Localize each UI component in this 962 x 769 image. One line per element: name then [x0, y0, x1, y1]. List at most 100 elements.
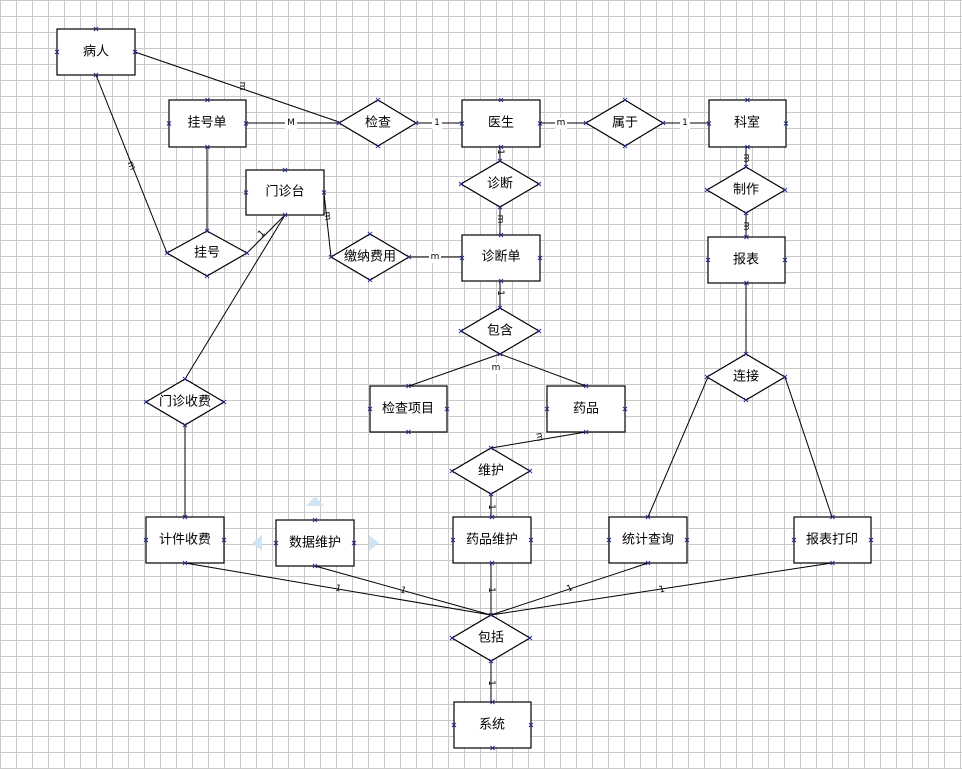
connection-handle-icon[interactable]: × [204, 227, 211, 236]
connection-handle-icon[interactable]: × [93, 25, 100, 34]
connection-handle-icon[interactable]: × [622, 405, 629, 414]
connection-handle-icon[interactable]: × [132, 48, 139, 57]
connection-handle-icon[interactable]: × [743, 350, 750, 359]
connection-handle-icon[interactable]: × [791, 536, 798, 545]
connection-handle-icon[interactable]: × [405, 428, 412, 437]
connection-handle-icon[interactable]: × [375, 96, 382, 105]
connection-handle-icon[interactable]: × [829, 513, 836, 522]
connection-handle-icon[interactable]: × [783, 119, 790, 128]
connection-handle-icon[interactable]: × [782, 373, 789, 382]
connection-handle-icon[interactable]: × [243, 188, 250, 197]
connection-handle-icon[interactable]: × [93, 71, 100, 80]
connection-handle-icon[interactable]: × [606, 536, 613, 545]
connection-handle-icon[interactable]: × [367, 230, 374, 239]
connection-handle-icon[interactable]: × [497, 157, 504, 166]
connection-handle-icon[interactable]: × [282, 166, 289, 175]
connection-handle-icon[interactable]: × [583, 382, 590, 391]
relationship-diagnose[interactable]: 诊断 [459, 160, 541, 208]
entity-department[interactable]: 科室 [708, 99, 787, 148]
connection-handle-icon[interactable]: × [536, 180, 543, 189]
connection-handle-icon[interactable]: × [622, 142, 629, 151]
relationship-include[interactable]: 包括 [450, 614, 532, 662]
connection-handle-icon[interactable]: × [583, 428, 590, 437]
entity-piece-charge[interactable]: 计件收费 [145, 516, 225, 564]
connection-handle-icon[interactable]: × [166, 119, 173, 128]
connection-handle-icon[interactable]: × [489, 698, 496, 707]
connection-handle-icon[interactable]: × [498, 277, 505, 286]
connection-handle-icon[interactable]: × [367, 405, 374, 414]
connection-handle-icon[interactable]: × [704, 186, 711, 195]
connection-handle-icon[interactable]: × [744, 96, 751, 105]
connection-handle-icon[interactable]: × [744, 143, 751, 152]
connection-handle-icon[interactable]: × [488, 657, 495, 666]
connection-handle-icon[interactable]: × [498, 231, 505, 240]
connection-handle-icon[interactable]: × [829, 559, 836, 568]
connection-handle-icon[interactable]: × [537, 119, 544, 128]
connection-handle-icon[interactable]: × [182, 375, 189, 384]
connection-handle-icon[interactable]: × [704, 373, 711, 382]
connection-handle-icon[interactable]: × [458, 180, 465, 189]
connection-handle-icon[interactable]: × [489, 559, 496, 568]
connection-handle-icon[interactable]: × [497, 203, 504, 212]
connection-handle-icon[interactable]: × [622, 96, 629, 105]
connection-handle-icon[interactable]: × [182, 559, 189, 568]
connection-handle-icon[interactable]: × [413, 119, 420, 128]
connection-handle-icon[interactable]: × [221, 398, 228, 407]
connection-handle-icon[interactable]: × [204, 96, 211, 105]
selection-arrows[interactable] [252, 496, 379, 551]
connection-handle-icon[interactable]: × [489, 744, 496, 753]
entity-clinic-desk[interactable]: 门诊台 [245, 169, 325, 216]
connection-handle-icon[interactable]: × [488, 444, 495, 453]
connection-handle-icon[interactable]: × [182, 421, 189, 430]
entity-patient[interactable]: 病人 [56, 28, 136, 76]
connection-handle-icon[interactable]: × [488, 611, 495, 620]
connection-handle-icon[interactable]: × [497, 304, 504, 313]
connection-handle-icon[interactable]: × [660, 119, 667, 128]
connection-handle-icon[interactable]: × [450, 536, 457, 545]
relationship-pay-fee[interactable]: 缴纳费用 [329, 233, 411, 281]
relationship-clinic-charge[interactable]: 门诊收费 [144, 378, 226, 426]
entity-system[interactable]: 系统 [453, 701, 532, 749]
connection-handle-icon[interactable]: × [451, 721, 458, 730]
connection-handle-icon[interactable]: × [528, 721, 535, 730]
connection-handle-icon[interactable]: × [375, 142, 382, 151]
connection-handle-icon[interactable]: × [312, 562, 319, 571]
connection-handle-icon[interactable]: × [645, 559, 652, 568]
connection-handle-icon[interactable]: × [684, 536, 691, 545]
entity-registration-form[interactable]: 挂号单 [168, 99, 247, 148]
connection-handle-icon[interactable]: × [743, 209, 750, 218]
connection-handle-icon[interactable]: × [536, 327, 543, 336]
relationship-connect[interactable]: 连接 [705, 353, 787, 401]
connection-handle-icon[interactable]: × [405, 382, 412, 391]
connection-handle-icon[interactable]: × [497, 350, 504, 359]
resize-left-icon[interactable] [252, 535, 262, 551]
entity-medicine-maintenance[interactable]: 药品维护 [452, 516, 532, 564]
resize-right-icon[interactable] [369, 535, 379, 551]
connection-handle-icon[interactable]: × [782, 256, 789, 265]
connection-handle-icon[interactable]: × [273, 539, 280, 548]
entity-stats-query[interactable]: 统计查询 [608, 516, 688, 564]
connection-handle-icon[interactable]: × [204, 143, 211, 152]
connection-handle-icon[interactable]: × [449, 634, 456, 643]
relationship-maintain[interactable]: 维护 [450, 447, 532, 495]
relationship-produce[interactable]: 制作 [705, 166, 787, 214]
connection-handle-icon[interactable]: × [743, 396, 750, 405]
connection-handle-icon[interactable]: × [527, 467, 534, 476]
connection-handle-icon[interactable]: × [527, 634, 534, 643]
connection-handle-icon[interactable]: × [367, 276, 374, 285]
connection-handle-icon[interactable]: × [743, 233, 750, 242]
relationship-belongs-to[interactable]: 属于 [584, 99, 665, 147]
connection-handle-icon[interactable]: × [321, 188, 328, 197]
connection-handle-icon[interactable]: × [868, 536, 875, 545]
connection-handle-icon[interactable]: × [164, 249, 171, 258]
connection-handle-icon[interactable]: × [498, 143, 505, 152]
connection-handle-icon[interactable]: × [312, 516, 319, 525]
connection-handle-icon[interactable]: × [221, 536, 228, 545]
connection-handle-icon[interactable]: × [743, 163, 750, 172]
connection-handle-icon[interactable]: × [458, 327, 465, 336]
connection-handle-icon[interactable]: × [488, 490, 495, 499]
connection-handle-icon[interactable]: × [244, 249, 251, 258]
connection-handle-icon[interactable]: × [645, 513, 652, 522]
connection-handle-icon[interactable]: × [498, 96, 505, 105]
entity-doctor[interactable]: 医生 [461, 99, 541, 148]
